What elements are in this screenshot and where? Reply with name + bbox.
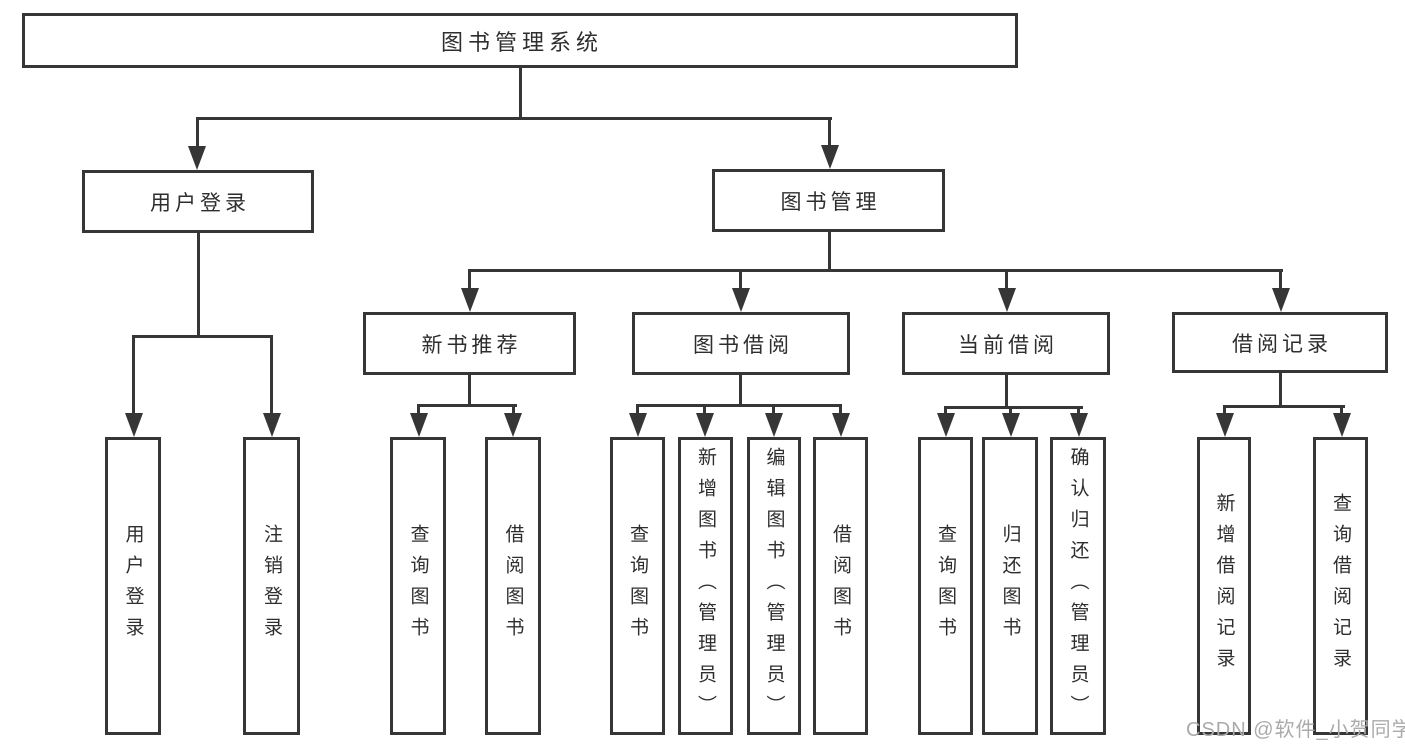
connector-user-login-trunk: [197, 231, 200, 337]
csdn-watermark: CSDN @软件_小贺同学: [1186, 719, 1405, 741]
node-label: 新增图书（管理员）: [695, 446, 716, 726]
connector-book-mgmt-trunk: [828, 230, 831, 272]
arrow-down-icon: [998, 288, 1016, 312]
node-label: 借阅记录: [1232, 332, 1332, 356]
node-label: 图书管理: [780, 190, 881, 214]
leaf-confirm-return-admin: 确认归还（管理员）: [1050, 437, 1106, 735]
connector-record-branch: [1223, 405, 1345, 408]
connector-root-trunk: [519, 66, 522, 119]
node-current-borrowing: 当前借阅: [902, 312, 1110, 375]
node-label: 用户登录: [122, 524, 144, 648]
leaf-current-query-books: 查询图书: [918, 437, 973, 735]
arrow-down-icon: [410, 413, 428, 437]
connector-rec-branch: [417, 404, 517, 407]
connector-stem: [468, 270, 471, 289]
node-label: 图书借阅: [693, 333, 793, 357]
node-label: 注销登录: [261, 524, 282, 648]
node-label: 用户登录: [150, 191, 250, 215]
node-label: 新增借阅记录: [1213, 493, 1235, 679]
leaf-logout: 注销登录: [243, 437, 300, 735]
arrow-down-icon: [1333, 413, 1351, 437]
connector-stem: [944, 407, 947, 415]
node-label: 查询图书: [627, 524, 648, 648]
node-book-management: 图书管理: [712, 169, 945, 232]
arrow-down-icon: [1070, 413, 1088, 437]
arrow-down-icon: [461, 288, 479, 312]
connector-rec-trunk: [468, 373, 471, 407]
arrow-down-icon: [263, 413, 281, 437]
connector-current-trunk: [1005, 373, 1008, 408]
node-label: 编辑图书（管理员）: [763, 446, 785, 726]
leaf-add-borrow-record: 新增借阅记录: [1197, 437, 1251, 735]
connector-stem: [739, 270, 742, 289]
arrow-down-icon: [188, 146, 206, 170]
connector-current-branch: [944, 406, 1083, 409]
connector-level1-branch: [196, 117, 832, 120]
connector-stem: [772, 405, 775, 415]
leaf-rec-borrow-books: 借阅图书: [485, 437, 541, 735]
arrow-down-icon: [696, 413, 714, 437]
connector-stem: [1009, 407, 1012, 415]
arrow-down-icon: [765, 413, 783, 437]
leaf-borrow-query-books: 查询图书: [610, 437, 665, 735]
node-label: 借阅图书: [502, 524, 524, 648]
node-user-login: 用户登录: [82, 170, 314, 233]
node-label: 确认归还（管理员）: [1067, 446, 1089, 726]
node-label: 新书推荐: [421, 333, 522, 357]
node-label: 查询图书: [407, 524, 429, 648]
arrow-down-icon: [821, 145, 839, 169]
connector-stem: [1279, 270, 1282, 289]
connector-stem: [417, 405, 420, 415]
node-label: 查询借阅记录: [1330, 493, 1351, 679]
leaf-return-books: 归还图书: [982, 437, 1038, 735]
connector-stem: [1005, 270, 1008, 289]
connector-user-login-branch: [132, 335, 273, 338]
arrow-down-icon: [937, 413, 955, 437]
leaf-query-borrow-record: 查询借阅记录: [1313, 437, 1368, 735]
connector-stem: [196, 118, 199, 148]
node-new-book-recommend: 新书推荐: [363, 312, 576, 375]
leaf-edit-books-admin: 编辑图书（管理员）: [747, 437, 801, 735]
connector-stem: [1077, 407, 1080, 415]
arrow-down-icon: [125, 413, 143, 437]
connector-stem: [512, 405, 515, 415]
node-borrow-records: 借阅记录: [1172, 312, 1388, 373]
leaf-rec-query-books: 查询图书: [390, 437, 446, 735]
node-label: 图书管理系统: [440, 29, 603, 55]
connector-stem: [132, 336, 135, 415]
connector-stem: [1340, 406, 1343, 415]
node-label: 当前借阅: [958, 333, 1058, 357]
arrow-down-icon: [504, 413, 522, 437]
arrow-down-icon: [732, 288, 750, 312]
connector-borrow-branch: [636, 404, 842, 407]
node-root-system: 图书管理系统: [22, 13, 1018, 68]
leaf-user-login: 用户登录: [105, 437, 161, 735]
connector-stem: [270, 336, 273, 415]
arrow-down-icon: [1272, 288, 1290, 312]
leaf-borrow-books: 借阅图书: [813, 437, 868, 735]
leaf-add-books-admin: 新增图书（管理员）: [678, 437, 733, 735]
arrow-down-icon: [629, 413, 647, 437]
node-label: 借阅图书: [830, 524, 851, 648]
connector-stem: [839, 405, 842, 415]
arrow-down-icon: [832, 413, 850, 437]
connector-record-trunk: [1279, 371, 1282, 408]
arrow-down-icon: [1216, 413, 1234, 437]
connector-stem: [703, 405, 706, 415]
connector-stem: [636, 405, 639, 415]
connector-stem: [828, 118, 831, 148]
node-label: 查询图书: [935, 524, 956, 648]
connector-borrow-trunk: [739, 373, 742, 407]
arrow-down-icon: [1002, 413, 1020, 437]
node-book-borrowing: 图书借阅: [632, 312, 850, 375]
connector-stem: [1223, 406, 1226, 415]
node-label: 归还图书: [999, 524, 1021, 648]
connector-level3-branch: [468, 269, 1283, 272]
